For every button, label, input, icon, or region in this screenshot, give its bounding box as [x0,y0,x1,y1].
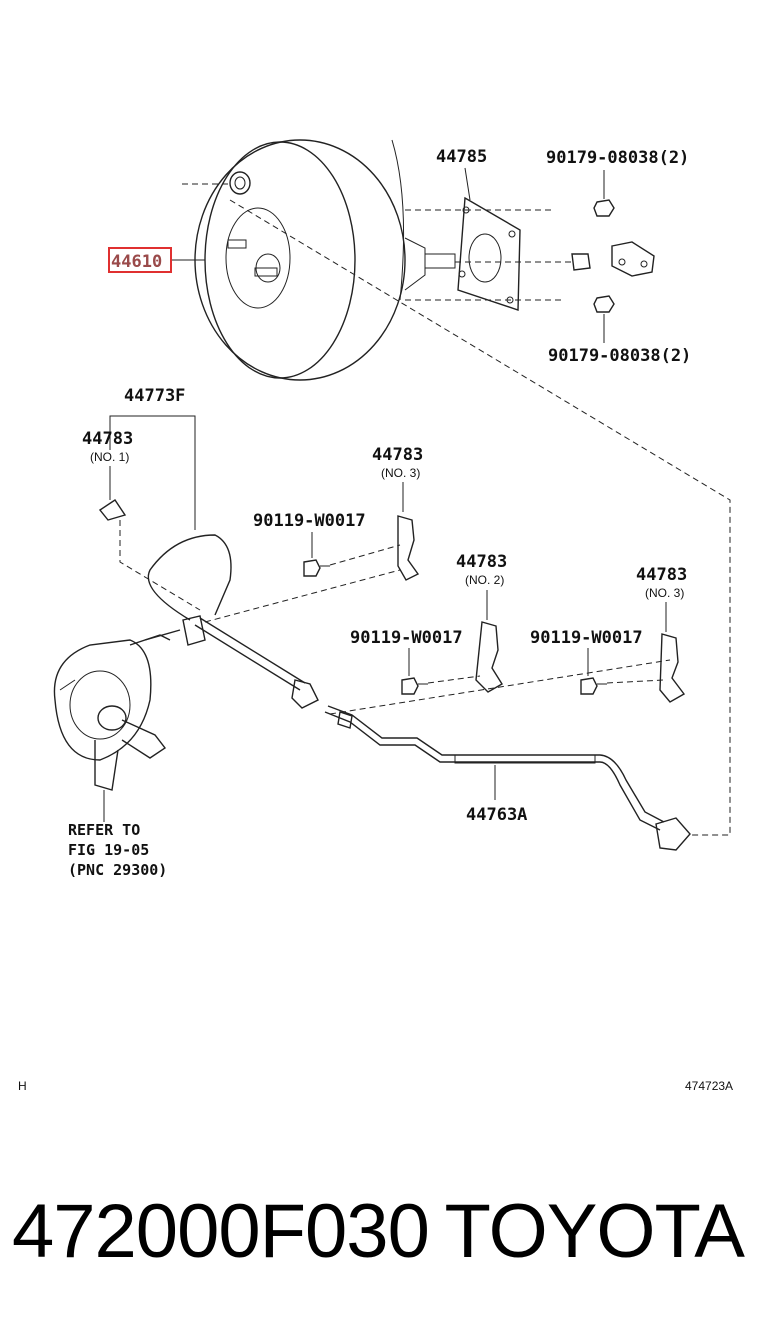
label-clamp3b-sub: (NO. 3) [645,586,684,600]
vacuum-hose[interactable] [144,534,319,709]
gasket-plate[interactable] [457,196,521,311]
label-44763a[interactable]: 44763A [466,805,527,825]
label-clamp2[interactable]: 44783 [456,552,507,572]
part-number: 472000F030 [12,1189,430,1274]
corner-left-mark: H [18,1079,27,1093]
label-nut-bottom[interactable]: 90179-08038(2) [548,346,691,366]
clamp-no2[interactable] [475,621,503,693]
vacuum-tube[interactable] [324,705,691,851]
bolt-c[interactable] [580,677,607,695]
label-clamp1[interactable]: 44783 [82,429,133,449]
corner-right-code: 474723A [685,1079,733,1093]
clamp-no3-right[interactable] [659,633,686,703]
nut-top[interactable] [593,199,615,217]
bolt-b[interactable] [401,677,428,695]
bolt-a[interactable] [303,559,330,577]
label-44610[interactable]: 44610 [111,252,162,272]
highlight-box [108,247,172,273]
label-bolt-c[interactable]: 90119-W0017 [530,628,643,648]
clevis-fitting[interactable] [571,241,655,277]
label-clamp2-sub: (NO. 2) [465,573,504,587]
refer-line2: FIG 19-05 [68,841,149,859]
nut-bottom[interactable] [593,295,615,313]
label-clamp3b[interactable]: 44783 [636,565,687,585]
label-clamp3a-sub: (NO. 3) [381,466,420,480]
clamp-no1[interactable] [98,499,127,521]
refer-line1: REFER TO [68,821,140,839]
label-44773f[interactable]: 44773F [124,386,185,406]
label-clamp3a[interactable]: 44783 [372,445,423,465]
label-bolt-b[interactable]: 90119-W0017 [350,628,463,648]
label-clamp1-sub: (NO. 1) [90,450,129,464]
refer-line3: (PNC 29300) [68,861,167,879]
brand-name: TOYOTA [444,1189,745,1274]
vacuum-pump[interactable] [53,634,171,791]
clamp-no3-upper[interactable] [397,515,420,581]
label-bolt-a[interactable]: 90119-W0017 [253,511,366,531]
brake-booster[interactable] [194,139,456,381]
label-nut-top[interactable]: 90179-08038(2) [546,148,689,168]
label-44785[interactable]: 44785 [436,147,487,167]
